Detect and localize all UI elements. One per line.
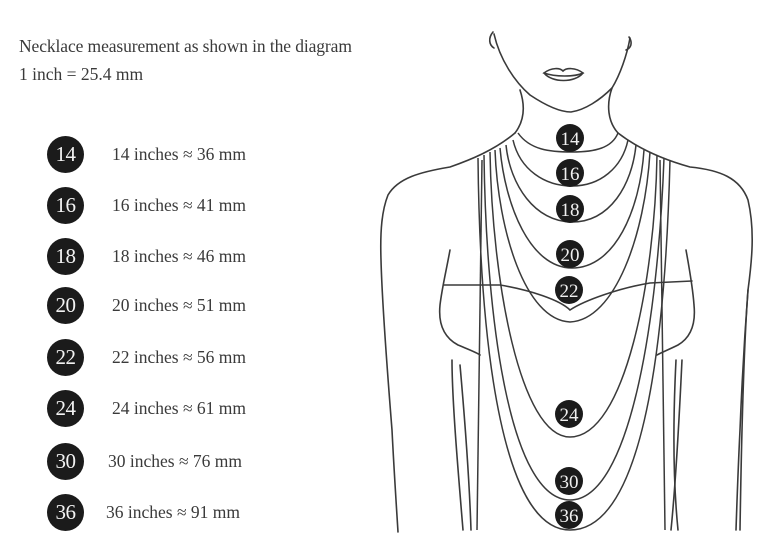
necklace-22 [494, 149, 651, 323]
size-badge: 22 [47, 338, 84, 376]
size-badge: 36 [47, 493, 84, 531]
bust-band [443, 280, 693, 312]
diagram-marker-30: 30 [555, 467, 583, 495]
diagram-marker-24: 24 [555, 400, 583, 428]
left-ear-icon [488, 31, 495, 49]
legend-item-18: 18 18 inches ≈ 46 mm [47, 237, 247, 275]
svg-text:22: 22 [560, 281, 579, 302]
legend-item-30: 30 30 inches ≈ 76 mm [47, 442, 243, 480]
right-bust-outline [656, 249, 696, 356]
size-label: 30 inches ≈ 76 mm [108, 450, 243, 471]
page-title: Necklace measurement as shown in the dia… [19, 36, 352, 56]
svg-text:14: 14 [561, 129, 581, 150]
legend-item-22: 22 22 inches ≈ 56 mm [47, 338, 247, 376]
legend-item-24: 24 24 inches ≈ 61 mm [47, 389, 247, 427]
left-bust-outline [438, 249, 481, 356]
size-badge: 30 [47, 442, 84, 480]
size-label: 14 inches ≈ 36 mm [112, 143, 247, 164]
size-badge: 18 [47, 237, 84, 275]
size-badge: 20 [47, 286, 84, 324]
size-badge: 16 [47, 186, 84, 224]
unit-conversion: 1 inch = 25.4 mm [19, 64, 144, 84]
necklace-14 [517, 132, 619, 153]
size-label: 36 inches ≈ 91 mm [106, 501, 241, 522]
diagram-marker-36: 36 [555, 501, 583, 529]
svg-text:16: 16 [561, 164, 580, 185]
legend-item-36: 36 36 inches ≈ 91 mm [47, 493, 241, 531]
size-label: 18 inches ≈ 46 mm [112, 245, 247, 266]
svg-text:18: 18 [561, 200, 580, 221]
diagram-marker-20: 20 [556, 240, 584, 268]
size-label: 16 inches ≈ 41 mm [112, 194, 247, 215]
necklace-20 [499, 147, 645, 269]
legend-item-16: 16 16 inches ≈ 41 mm [47, 186, 247, 224]
body-outline-illustration: 14 16 18 20 22 24 30 36 [379, 31, 753, 533]
right-shoulder-arm [617, 132, 753, 531]
size-badge: 24 [47, 389, 84, 427]
diagram-marker-18: 18 [556, 195, 584, 223]
legend-item-14: 14 14 inches ≈ 36 mm [47, 135, 247, 173]
size-label: 24 inches ≈ 61 mm [112, 397, 247, 418]
size-label: 20 inches ≈ 51 mm [112, 294, 247, 315]
left-shoulder-arm [379, 132, 516, 533]
svg-text:36: 36 [560, 506, 579, 527]
necklace-30 [483, 154, 665, 501]
lips-icon [542, 67, 585, 77]
diagram-marker-14: 14 [556, 124, 584, 152]
svg-text:30: 30 [560, 472, 579, 493]
size-label: 22 inches ≈ 56 mm [112, 346, 247, 367]
necklace-36 [477, 157, 671, 531]
size-badge: 14 [47, 135, 84, 173]
necklace-24 [489, 151, 658, 438]
necklace-diagram: 14 16 18 20 22 24 30 36 [370, 0, 768, 555]
legend-item-20: 20 20 inches ≈ 51 mm [47, 286, 247, 324]
svg-text:24: 24 [560, 405, 580, 426]
diagram-marker-22: 22 [555, 276, 583, 304]
face-outline [493, 33, 631, 113]
svg-text:20: 20 [561, 245, 580, 266]
diagram-marker-16: 16 [556, 159, 584, 187]
